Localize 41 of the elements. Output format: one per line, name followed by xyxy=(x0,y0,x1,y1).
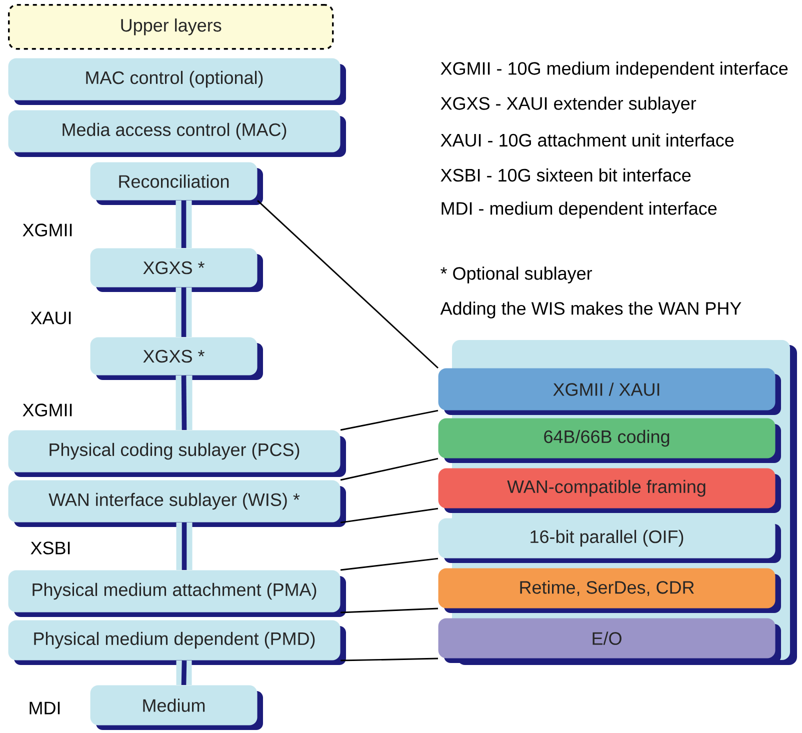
connector-line xyxy=(340,658,438,662)
layer-box: 16-bit parallel (OIF) xyxy=(438,518,781,563)
layer-box: Media access control (MAC) xyxy=(8,110,346,157)
layer-box: Physical medium dependent (PMD) xyxy=(8,620,346,665)
interface-label: XSBI xyxy=(30,542,70,554)
interface-link xyxy=(181,376,187,430)
connector-line xyxy=(340,558,438,571)
legend-note: XGXS - XAUI extender sublayer xyxy=(440,96,696,114)
layer-box: WAN-compatible framing xyxy=(438,468,781,513)
connector-line xyxy=(257,200,438,369)
connector-line xyxy=(340,608,438,614)
layer-box: WAN interface sublayer (WIS) * xyxy=(8,480,346,527)
interface-label: MDI xyxy=(30,702,60,714)
interface-label: XGMII xyxy=(22,224,72,236)
connector-line xyxy=(340,458,438,481)
legend-note: MDI - medium dependent interface xyxy=(442,202,717,218)
legend-note: Adding the WIS makes the WAN PHY xyxy=(440,302,742,318)
layer-box: MAC control (optional) xyxy=(8,58,346,105)
legend-note: * Optional sublayer xyxy=(440,266,592,284)
interface-label: XAUI xyxy=(30,312,71,324)
layer-box: 64B/66B coding xyxy=(438,418,781,463)
interface-link xyxy=(181,288,186,337)
interface-link xyxy=(181,660,187,686)
dashed-box: Upper layers xyxy=(8,4,334,50)
connector-line xyxy=(340,410,438,431)
layer-box: XGMII / XAUI xyxy=(438,368,781,415)
node-label: 16-bit parallel (OIF) xyxy=(530,530,684,547)
legend-note: XGMII - 10G medium independent interface xyxy=(440,62,788,78)
layer-box: E/O xyxy=(438,618,781,663)
legend-note: XAUI - 10G attachment unit interface xyxy=(440,133,734,147)
interface-link xyxy=(181,200,186,248)
interface-link xyxy=(182,522,187,570)
legend-note: XSBI - 10G sixteen bit interface xyxy=(440,168,691,182)
layer-box: Medium xyxy=(90,685,263,730)
layer-box: Retime, SerDes, CDR xyxy=(438,568,781,613)
layer-box: XGXS * xyxy=(90,337,263,380)
interface-label: XGMII xyxy=(22,404,72,416)
layer-box: Physical medium attachment (PMA) xyxy=(8,570,346,617)
layer-box: Reconciliation xyxy=(90,162,263,205)
layer-box: XGXS * xyxy=(90,248,263,292)
layer-box: Physical coding sublayer (PCS) xyxy=(8,430,346,477)
